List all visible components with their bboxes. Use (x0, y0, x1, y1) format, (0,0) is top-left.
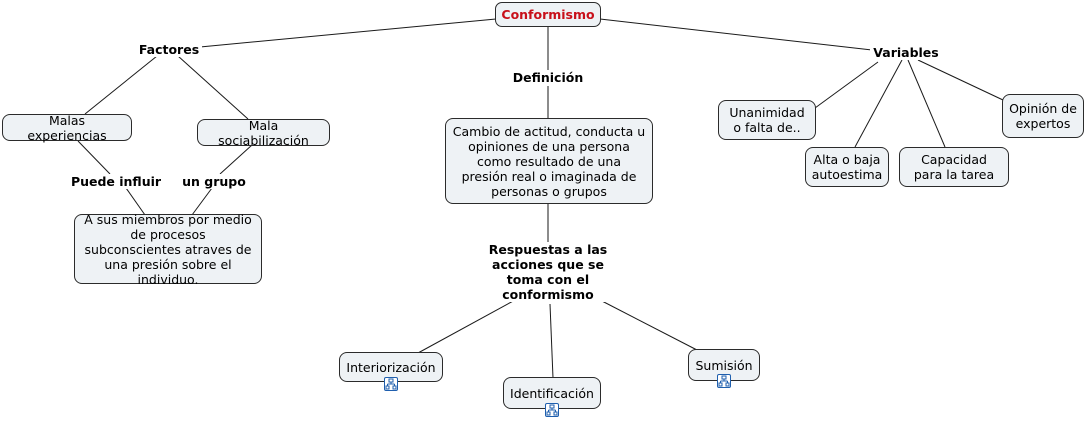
concept-label: Cambio de actitud, conducta u opiniones … (452, 123, 646, 199)
concept-mala-sociabilizacion[interactable]: Mala sociabilización (197, 117, 330, 148)
concept-unanimidad[interactable]: Unanimidad o falta de.. (718, 100, 816, 140)
concept-label: Interiorización (346, 359, 436, 375)
concept-malas-experiencias[interactable]: Malas experiencias (2, 112, 132, 143)
link-definicion: Definición (510, 70, 586, 85)
root-concept-conformismo[interactable]: Conformismo (495, 2, 601, 27)
link-un-grupo: un grupo (180, 174, 248, 189)
link-variables: Variables (870, 45, 942, 60)
concept-label: Sumisión (695, 357, 753, 373)
link-factores: Factores (136, 42, 202, 57)
submap-icon[interactable] (384, 377, 398, 391)
link-respuestas: Respuestas a las acciones que se toma co… (484, 242, 612, 302)
concept-autoestima[interactable]: Alta o baja autoestima (805, 147, 889, 187)
concept-label: Opinión de expertos (1009, 101, 1077, 131)
concept-opinion[interactable]: Opinión de expertos (1002, 94, 1084, 138)
submap-icon[interactable] (717, 374, 731, 388)
root-concept-label: Conformismo (501, 7, 595, 22)
concept-label: Unanimidad o falta de.. (729, 105, 805, 135)
link-puede-influir: Puede influir (69, 174, 163, 189)
concept-definicion-texto[interactable]: Cambio de actitud, conducta u opiniones … (445, 118, 653, 204)
concept-label: Identificación (510, 385, 594, 401)
concept-label: Alta o baja autoestima (811, 152, 883, 182)
concept-capacidad[interactable]: Capacidad para la tarea (899, 147, 1009, 187)
concept-label: Malas experiencias (27, 112, 107, 143)
concept-miembros[interactable]: A sus miembros por medio de procesos sub… (74, 211, 262, 287)
submap-icon[interactable] (545, 403, 559, 417)
concept-label: Mala sociabilización (218, 117, 309, 148)
concept-label: A sus miembros por medio de procesos sub… (84, 211, 252, 287)
concept-label: Capacidad para la tarea (913, 152, 995, 182)
